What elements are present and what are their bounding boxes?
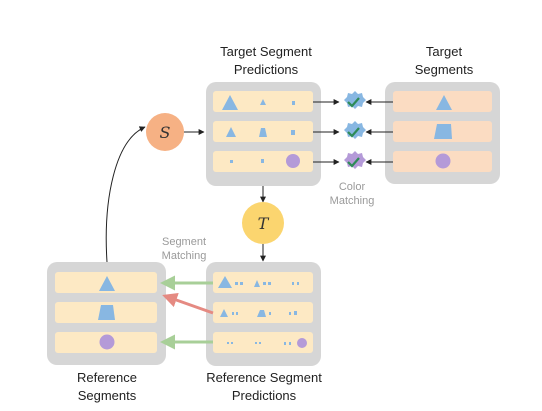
- triangle-icon: [226, 127, 236, 137]
- segment-matching-label-line1: Segment: [162, 236, 206, 248]
- trapezoid-icon: [259, 128, 267, 137]
- reference-predictions-title-line2: Predictions: [232, 388, 297, 403]
- triangle-icon: [222, 95, 238, 110]
- dot-icon: [289, 342, 291, 345]
- check-badge-icon: [344, 121, 366, 139]
- triangle-icon: [220, 309, 228, 317]
- s-node-label: S: [160, 123, 171, 142]
- target-segments-title-line2: Segments: [415, 62, 474, 77]
- dot-icon: [261, 159, 264, 163]
- dot-icon: [292, 282, 294, 285]
- target-segments-panel: [385, 82, 500, 184]
- reference-segments-title-line2: Segments: [78, 388, 137, 403]
- dot-icon: [236, 312, 238, 315]
- ref-pred-row: [213, 332, 313, 353]
- dot-icon: [284, 342, 286, 345]
- circle-icon: [286, 154, 300, 168]
- dot-icon: [255, 342, 257, 344]
- dot-icon: [240, 282, 243, 285]
- triangle-icon: [218, 276, 232, 288]
- dot-icon: [263, 282, 266, 285]
- target-predictions-title-line2: Predictions: [234, 62, 299, 77]
- target-predictions-panel: [206, 82, 321, 186]
- t-node: [242, 202, 284, 244]
- reference-segments-title-line1: Reference: [77, 370, 137, 385]
- reference-predictions-title-line1: Reference Segment: [206, 370, 322, 385]
- dot-icon: [230, 160, 233, 163]
- dot-icon: [232, 312, 234, 315]
- color-matching-label-line1: Color: [339, 181, 366, 193]
- trapezoid-icon: [98, 305, 115, 320]
- dot-icon: [292, 101, 295, 105]
- dot-icon: [269, 312, 271, 315]
- dot-icon: [259, 342, 261, 344]
- circle-icon: [297, 338, 307, 348]
- t-node-label: T: [258, 214, 270, 233]
- dot-icon: [297, 282, 299, 285]
- target-segments-title-line1: Target: [426, 44, 463, 59]
- dot-icon: [235, 282, 238, 285]
- check-badge-icon: [344, 91, 366, 109]
- segment-matching-label-line2: Matching: [162, 250, 207, 262]
- dot-icon: [294, 311, 297, 315]
- check-badge-icon: [344, 151, 366, 169]
- triangle-icon: [260, 99, 266, 105]
- triangle-icon: [436, 95, 452, 110]
- trapezoid-icon: [434, 124, 452, 139]
- circle-icon: [435, 153, 451, 169]
- dot-icon: [291, 130, 295, 135]
- triangle-icon: [99, 276, 115, 291]
- s-node: [146, 113, 184, 151]
- reference-segments-panel: [47, 262, 166, 365]
- trapezoid-icon: [257, 310, 266, 317]
- feedback-arrow: [105, 126, 146, 263]
- dot-icon: [231, 342, 233, 344]
- dot-icon: [268, 282, 271, 285]
- dot-icon: [227, 342, 229, 344]
- color-matching-label-line2: Matching: [330, 195, 375, 207]
- reference-predictions-panel: [206, 262, 321, 366]
- target-predictions-title-line1: Target Segment: [220, 44, 312, 59]
- circle-icon: [99, 334, 115, 350]
- dot-icon: [289, 312, 291, 315]
- red-mismatch-arrow: [162, 292, 214, 315]
- triangle-icon: [254, 280, 260, 287]
